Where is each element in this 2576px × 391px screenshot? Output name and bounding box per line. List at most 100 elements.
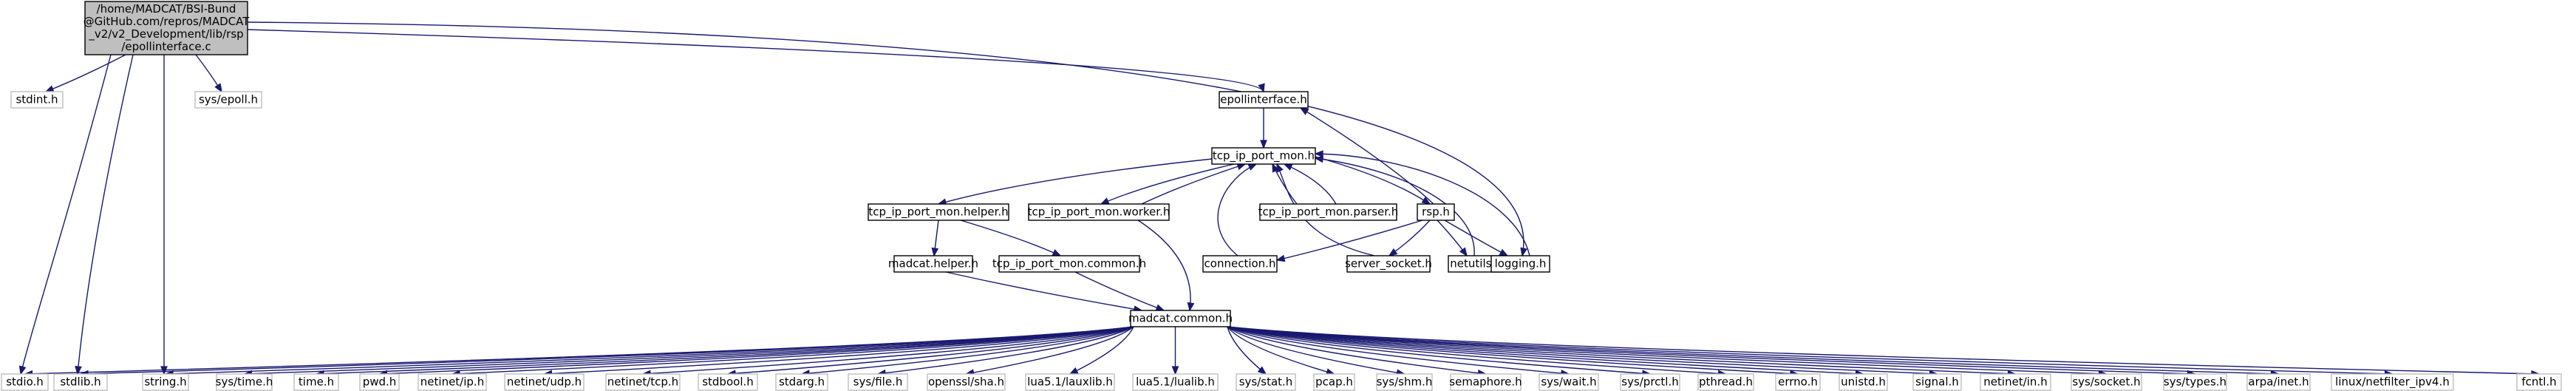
root-node-epollinterface-c-label: @GitHub.com/repros/MADCAT [84, 15, 251, 28]
node-signal-h-label: signal.h [1915, 375, 1959, 389]
edge-root-stdio [18, 54, 112, 375]
node-stdint-h[interactable]: stdint.h [10, 91, 64, 109]
node-openssl-sha-h[interactable]: openssl/sha.h [927, 373, 1006, 391]
node-string-h[interactable]: string.h [142, 373, 189, 391]
node-fcntl-h[interactable]: fcntl.h [2516, 373, 2562, 391]
node-stdbool-h[interactable]: stdbool.h [698, 373, 758, 391]
node-signal-h[interactable]: signal.h [1912, 373, 1962, 391]
edge-tcpipportmon-helper [937, 157, 1220, 205]
node-sys-stat-h[interactable]: sys/stat.h [1236, 373, 1296, 391]
node-sys-time-h[interactable]: sys/time.h [216, 373, 273, 391]
node-sys-epoll-h-label: sys/epoll.h [199, 93, 258, 106]
node-parser-h[interactable]: tcp_ip_port_mon.parser.h [1258, 203, 1399, 221]
root-node-epollinterface-c-label: _v2/v2_Development/lib/rsp [88, 27, 243, 41]
node-pthread-h[interactable]: pthread.h [1697, 373, 1754, 391]
node-sys-socket-h-label: sys/socket.h [2072, 375, 2140, 389]
root-node-epollinterface-c[interactable]: /home/MADCAT/BSI-Bund@GitHub.com/repros/… [84, 1, 251, 55]
node-tcp-ip-port-mon-h[interactable]: tcp_ip_port_mon.h [1211, 147, 1316, 165]
node-lua-lualib-h-label: lua5.1/lualib.h [1136, 375, 1215, 389]
node-pwd-h[interactable]: pwd.h [359, 373, 400, 391]
node-madcat-helper-h-label: madcat.helper.h [888, 257, 978, 271]
edge-rsp-serversocket [1388, 220, 1431, 256]
edge-root-string [160, 55, 168, 375]
node-arpa-inet-h[interactable]: arpa/inet.h [2246, 373, 2311, 391]
edge-root-logging [247, 21, 1527, 257]
node-netinet-udp-h-label: netinet/udp.h [507, 375, 582, 389]
node-lua-lauxlib-h-label: lua5.1/lauxlib.h [1027, 375, 1113, 389]
node-arpa-inet-h-label: arpa/inet.h [2248, 375, 2308, 389]
edge-tcpipportmon-rsp [1315, 156, 1431, 205]
node-connection-h-label: connection.h [1204, 257, 1276, 271]
edge-rsp-netutils [1437, 220, 1468, 257]
node-madcat-helper-h[interactable]: madcat.helper.h [888, 255, 978, 273]
node-errno-h[interactable]: errno.h [1775, 373, 1821, 391]
node-stdarg-h-label: stdarg.h [779, 375, 825, 389]
edge-root-stdlib [75, 54, 134, 375]
node-sys-types-h[interactable]: sys/types.h [2163, 373, 2227, 391]
node-netinet-ip-h-label: netinet/ip.h [420, 375, 484, 389]
edge-epollinterface-tcpipportmon [1260, 108, 1267, 149]
node-epollinterface-h[interactable]: epollinterface.h [1219, 91, 1309, 109]
node-linux-netfilter-ipv4-h[interactable]: linux/netfilter_ipv4.h [2331, 373, 2454, 391]
node-netinet-tcp-h-label: netinet/tcp.h [607, 375, 678, 389]
node-worker-h[interactable]: tcp_ip_port_mon.worker.h [1028, 203, 1171, 221]
edge-rsp-epollinterface [1299, 107, 1434, 205]
edge-madcatcommon-arpa-inet-h [1227, 326, 2280, 378]
node-unistd-h[interactable]: unistd.h [1839, 373, 1888, 391]
node-server-socket-h-label: server_socket.h [1345, 257, 1432, 271]
node-linux-netfilter-ipv4-h-label: linux/netfilter_ipv4.h [2335, 375, 2450, 390]
node-netutils-h[interactable]: netutils.h [1448, 255, 1505, 273]
node-sys-file-h-label: sys/file.h [853, 375, 903, 389]
node-pcap-h-label: pcap.h [1315, 375, 1353, 389]
edge-connection-tcpipportmon [1217, 163, 1258, 256]
node-madcat-common-h[interactable]: madcat.common.h [1128, 310, 1233, 327]
node-sys-epoll-h[interactable]: sys/epoll.h [194, 91, 262, 109]
node-time-h[interactable]: time.h [293, 373, 339, 391]
node-stdlib-h[interactable]: stdlib.h [53, 373, 108, 391]
node-sys-wait-h-label: sys/wait.h [1541, 375, 1596, 389]
edge-root-stdint [44, 54, 126, 92]
node-helper-h-label: tcp_ip_port_mon.helper.h [868, 205, 1008, 220]
node-stdlib-h-label: stdlib.h [60, 375, 100, 389]
node-sys-file-h[interactable]: sys/file.h [848, 373, 908, 391]
node-time-h-label: time.h [299, 375, 334, 389]
node-semaphore-h-label: semaphore.h [1449, 375, 1522, 389]
node-sys-time-h-label: sys/time.h [216, 375, 273, 389]
node-netinet-in-h[interactable]: netinet/in.h [1980, 373, 2051, 391]
node-pthread-h-label: pthread.h [1699, 375, 1753, 389]
node-epollinterface-h-label: epollinterface.h [1220, 93, 1306, 106]
node-sys-types-h-label: sys/types.h [2164, 375, 2226, 389]
node-errno-h-label: errno.h [1778, 375, 1818, 389]
node-openssl-sha-h-label: openssl/sha.h [928, 375, 1004, 389]
node-sys-socket-h[interactable]: sys/socket.h [2071, 373, 2142, 391]
node-sys-prctl-h-label: sys/prctl.h [1621, 375, 1679, 389]
node-sys-shm-h[interactable]: sys/shm.h [1376, 373, 1433, 391]
root-node-epollinterface-c-label: /epollinterface.c [121, 40, 211, 53]
node-netinet-udp-h[interactable]: netinet/udp.h [504, 373, 585, 391]
node-helper-h[interactable]: tcp_ip_port_mon.helper.h [868, 203, 1009, 221]
node-pcap-h[interactable]: pcap.h [1313, 373, 1355, 391]
node-stdarg-h[interactable]: stdarg.h [775, 373, 828, 391]
node-server-socket-h[interactable]: server_socket.h [1345, 255, 1432, 273]
node-common-h-label: tcp_ip_port_mon.common.h [992, 257, 1146, 271]
node-netinet-ip-h[interactable]: netinet/ip.h [418, 373, 487, 391]
edge-madcatcommon-string-h [164, 326, 1134, 378]
root-node-epollinterface-c-label: /home/MADCAT/BSI-Bund [97, 2, 236, 16]
node-netinet-tcp-h[interactable]: netinet/tcp.h [605, 373, 681, 391]
edge-madcatcommon-sys-time-h [242, 326, 1134, 378]
node-lua-lauxlib-h[interactable]: lua5.1/lauxlib.h [1025, 373, 1115, 391]
node-rsp-h[interactable]: rsp.h [1417, 203, 1455, 221]
node-sys-prctl-h[interactable]: sys/prctl.h [1620, 373, 1680, 391]
node-stdio-h[interactable]: stdio.h [1, 373, 49, 391]
node-logging-h[interactable]: logging.h [1490, 255, 1550, 273]
node-lua-lualib-h[interactable]: lua5.1/lualib.h [1132, 373, 1219, 391]
edge-root-sys-epoll [195, 54, 222, 93]
edge-common-madcatcommon [1074, 271, 1165, 311]
node-connection-h[interactable]: connection.h [1202, 255, 1278, 273]
node-semaphore-h[interactable]: semaphore.h [1449, 373, 1522, 391]
node-common-h[interactable]: tcp_ip_port_mon.common.h [992, 255, 1146, 273]
node-sys-wait-h[interactable]: sys/wait.h [1539, 373, 1599, 391]
edge-madcathelper-madcatcommon [945, 271, 1143, 313]
